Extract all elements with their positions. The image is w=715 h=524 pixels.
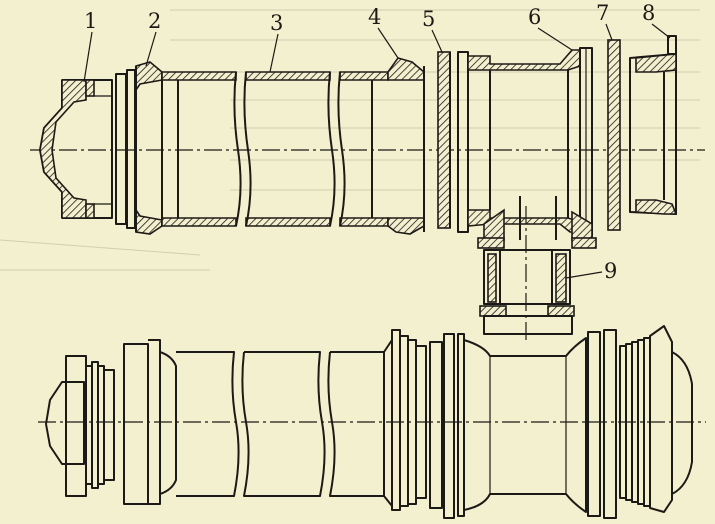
callout-label-9: 9 bbox=[604, 259, 617, 283]
sleeve-part-3 bbox=[161, 71, 389, 227]
page-bleed-through bbox=[0, 9, 700, 271]
housing-part-6 bbox=[457, 47, 593, 237]
callout-label-6: 6 bbox=[528, 5, 541, 29]
end-socket-part-8 bbox=[629, 35, 678, 215]
end-cap-part-1 bbox=[39, 79, 113, 219]
collar-part-2 bbox=[115, 61, 163, 235]
callout-label-1: 1 bbox=[84, 9, 97, 33]
taper-coupling-part-4 bbox=[387, 57, 425, 235]
callouts: 1 2 3 4 5 6 7 8 9 bbox=[83, 1, 671, 283]
flange-part-5 bbox=[437, 51, 451, 229]
callout-label-5: 5 bbox=[422, 7, 435, 31]
callout-label-3: 3 bbox=[270, 11, 283, 35]
callout-label-2: 2 bbox=[148, 9, 161, 33]
sectional-view bbox=[30, 35, 705, 340]
callout-label-4: 4 bbox=[368, 5, 381, 29]
callout-label-8: 8 bbox=[642, 1, 655, 25]
external-view bbox=[38, 325, 706, 519]
callout-label-7: 7 bbox=[596, 1, 609, 25]
ring-part-7 bbox=[607, 39, 621, 231]
